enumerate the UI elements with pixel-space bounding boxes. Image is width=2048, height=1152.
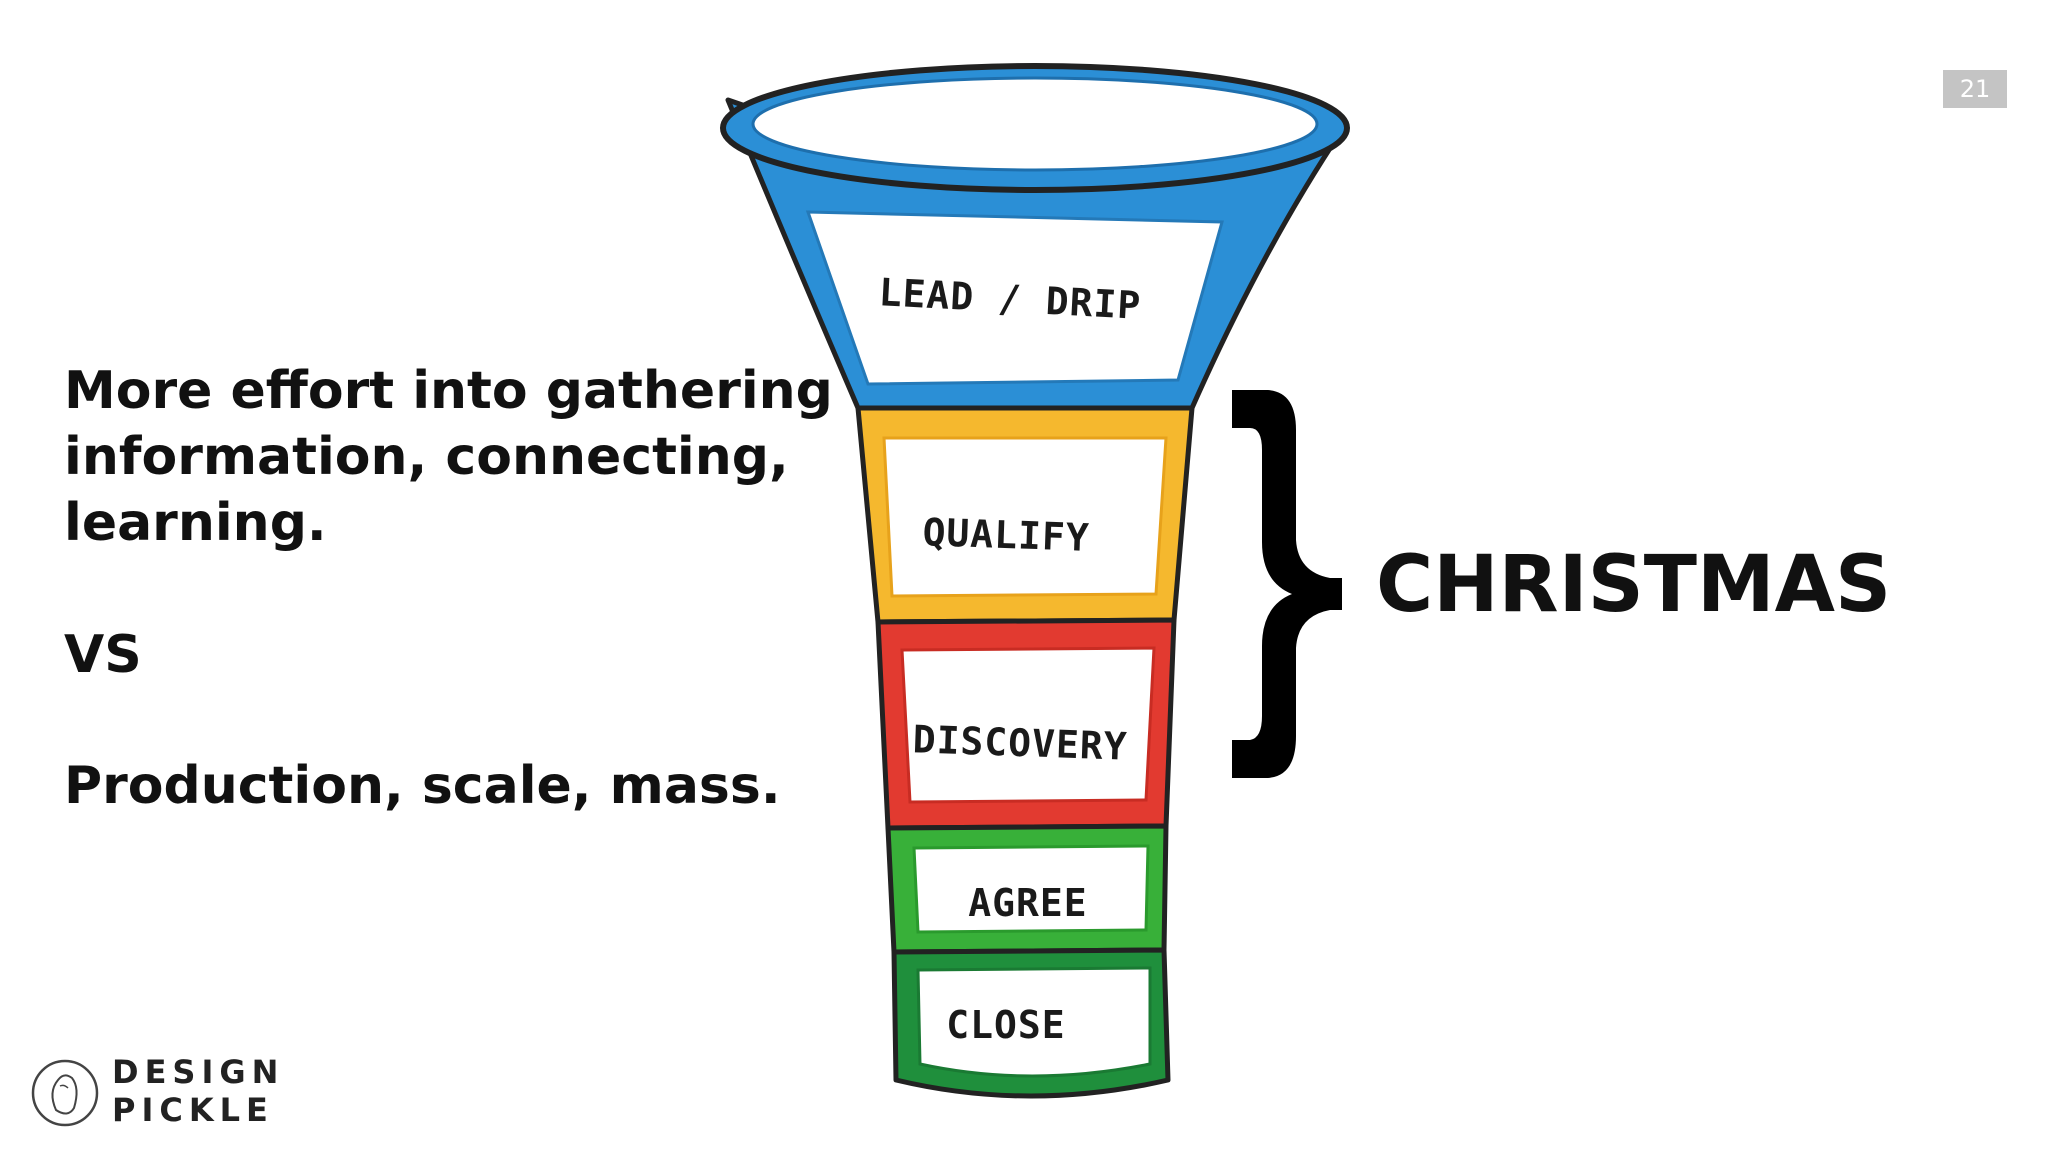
funnel-stage-discovery-inner <box>900 646 1156 804</box>
funnel-rim-opening <box>751 76 1319 172</box>
funnel-stage-qualify-label: QUALIFY <box>922 510 1091 560</box>
funnel-stage-lead-drip-inner <box>805 210 1224 386</box>
page-number-badge: 21 <box>1943 70 2007 108</box>
funnel-stage-close: CLOSE <box>891 947 1171 1099</box>
vs-label: VS <box>64 625 142 685</box>
funnel-stage-qualify-inner <box>882 436 1168 598</box>
curly-brace <box>1232 390 1342 778</box>
funnel-stage-agree-label: AGREE <box>968 881 1087 925</box>
funnel-stage-discovery: DISCOVERY <box>875 617 1177 831</box>
production-paragraph: Production, scale, mass. <box>64 756 781 816</box>
effort-line-2: information, connecting, <box>64 427 789 487</box>
pickle-logo-icon <box>31 1059 99 1127</box>
funnel-stage-close-inner <box>916 966 1152 1078</box>
funnel-stage-agree: AGREE <box>885 823 1169 955</box>
effort-line-3: learning. <box>64 493 327 553</box>
logo-word-design: DESIGN <box>112 1053 285 1091</box>
funnel-stage-agree-inner <box>912 844 1150 934</box>
effort-paragraph: More effort into gathering information, … <box>64 358 833 556</box>
funnel-stage-discovery-label: DISCOVERY <box>912 717 1128 768</box>
logo-word-pickle: PICKLE <box>112 1091 274 1129</box>
funnel-stage-qualify: QUALIFY <box>855 405 1195 625</box>
funnel-stage-close-label: CLOSE <box>946 1003 1065 1047</box>
christmas-label: CHRISTMAS <box>1376 540 1892 630</box>
design-pickle-logo: DESIGN PICKLE <box>30 1050 290 1130</box>
funnel-stage-lead-drip: LEAD / DRIP <box>720 63 1350 411</box>
effort-line-1: More effort into gathering <box>64 361 833 421</box>
